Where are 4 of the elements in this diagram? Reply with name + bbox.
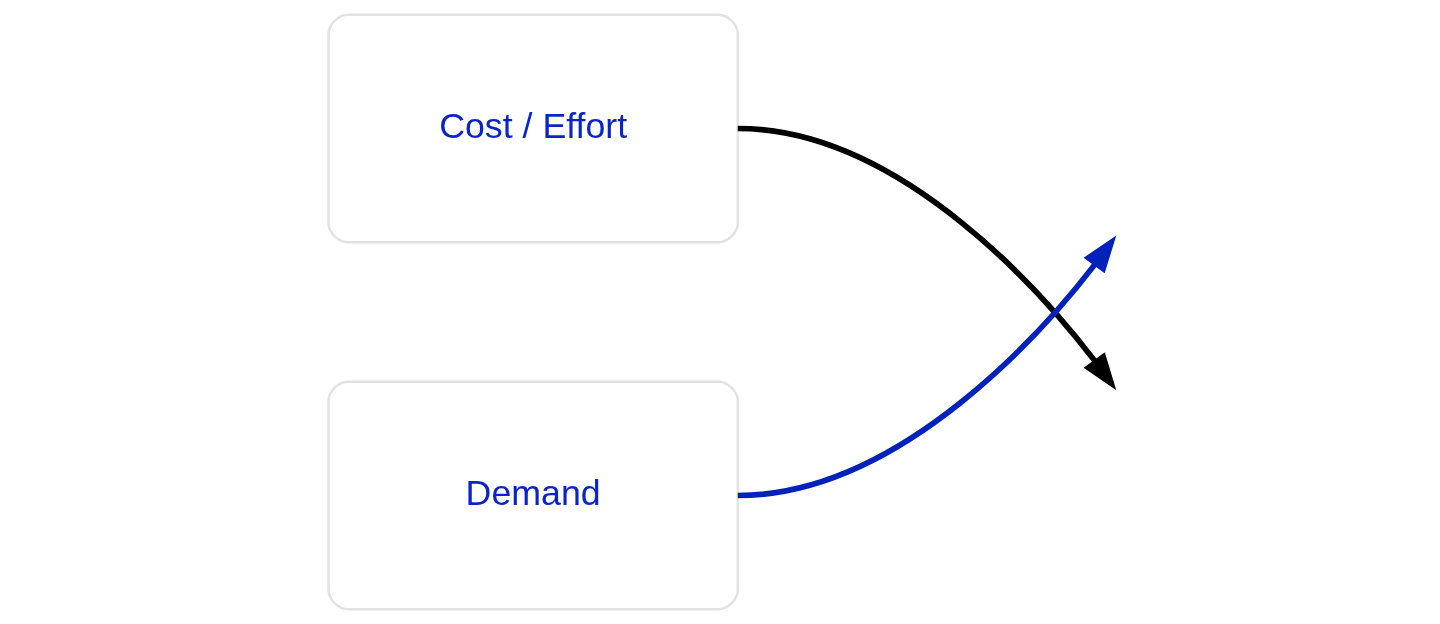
node-box: Demand <box>326 380 739 611</box>
arrow <box>737 125 1116 391</box>
node-box: Cost / Effort <box>326 13 739 244</box>
arrow <box>737 235 1116 499</box>
